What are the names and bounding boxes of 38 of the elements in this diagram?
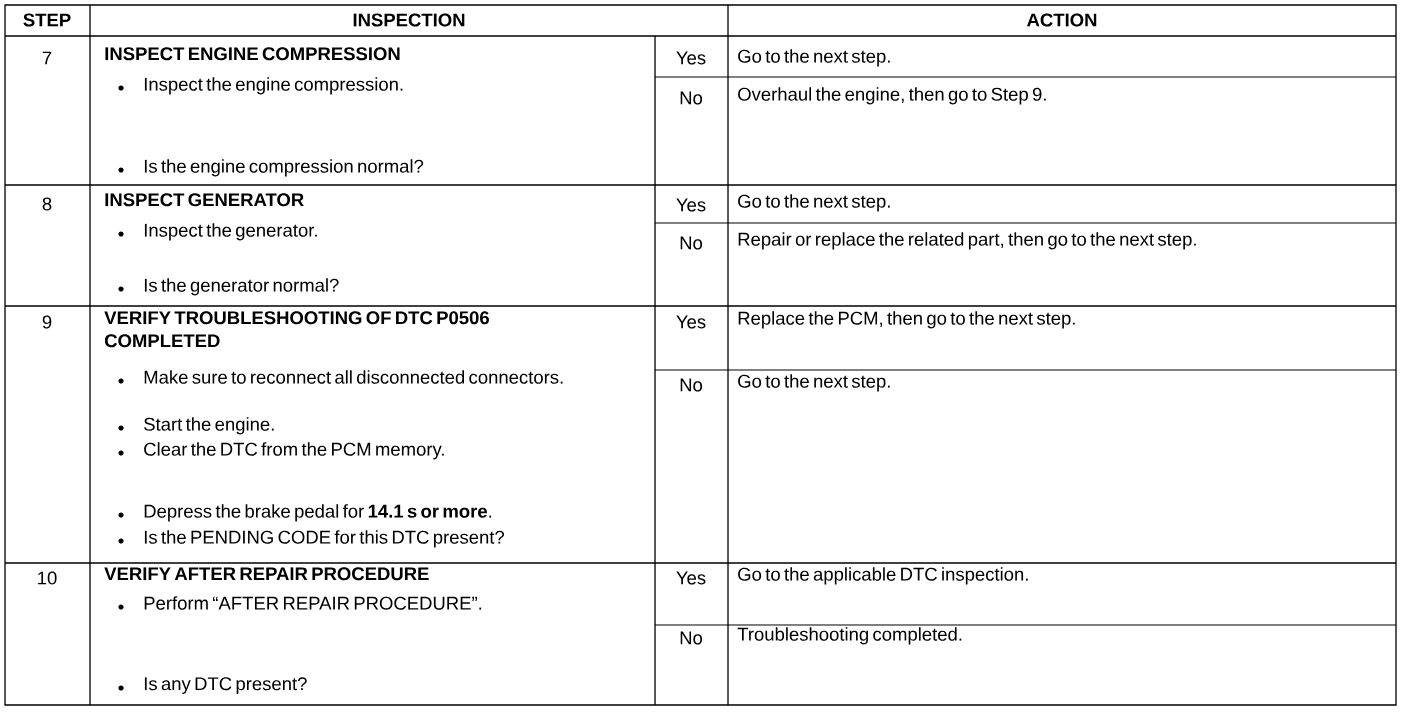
answer-label: No: [680, 91, 703, 105]
answer-label: No: [680, 378, 703, 392]
action-text: Go to the next step.: [738, 49, 890, 67]
step-number: 8: [42, 197, 52, 211]
answer-label: Yes: [676, 198, 706, 212]
step-number: 7: [42, 51, 52, 65]
list-item: Is any DTC present?: [118, 677, 307, 694]
answer-label: Yes: [676, 315, 706, 329]
list-item: Clear the DTC from the PCM memory.: [118, 442, 444, 460]
step-title: INSPECT ENGINE COMPRESSION: [105, 47, 400, 61]
list-item: Inspect the engine compression.: [118, 77, 403, 95]
step-title: VERIFY TROUBLESHOOTING OF DTC P0506 COMPLETED: [104, 311, 489, 348]
list-item: Inspect the generator.: [118, 223, 317, 241]
list-item: Perform “AFTER REPAIR PROCEDURE”.: [118, 596, 482, 610]
list-item: Is the PENDING CODE for this DTC present?: [118, 530, 505, 548]
column-header: INSPECTION: [353, 13, 465, 27]
step-number: 9: [42, 315, 52, 329]
answer-label: Yes: [676, 571, 706, 585]
action-text: Go to the next step.: [738, 194, 890, 212]
column-header: STEP: [23, 13, 71, 27]
column-header: ACTION: [1027, 13, 1097, 27]
answer-label: Yes: [676, 51, 706, 65]
step-title: VERIFY AFTER REPAIR PROCEDURE: [104, 567, 429, 581]
action-text: Troubleshooting completed.: [737, 627, 962, 645]
action-text: Overhaul the engine, then go to Step 9.: [738, 87, 1046, 105]
list-item: Start the engine.: [118, 417, 274, 435]
step-title: INSPECT GENERATOR: [105, 193, 304, 207]
action-text: Go to the next step.: [738, 374, 890, 392]
list-item: Is the engine compression normal?: [118, 159, 424, 177]
list-item: Is the generator normal?: [118, 278, 339, 296]
answer-label: No: [680, 631, 703, 645]
action-text: Repair or replace the related part, then go to the next step.: [738, 232, 1196, 250]
step-number: 10: [38, 571, 57, 585]
list-item: Depress the brake pedal for 14.1 s or more.: [118, 504, 492, 522]
list-item: Make sure to reconnect all disconnected connectors.: [118, 370, 563, 384]
action-text: Replace the PCM, then go to the next step.: [738, 311, 1075, 329]
action-text: Go to the applicable DTC inspection.: [738, 567, 1028, 585]
answer-label: No: [680, 236, 703, 250]
